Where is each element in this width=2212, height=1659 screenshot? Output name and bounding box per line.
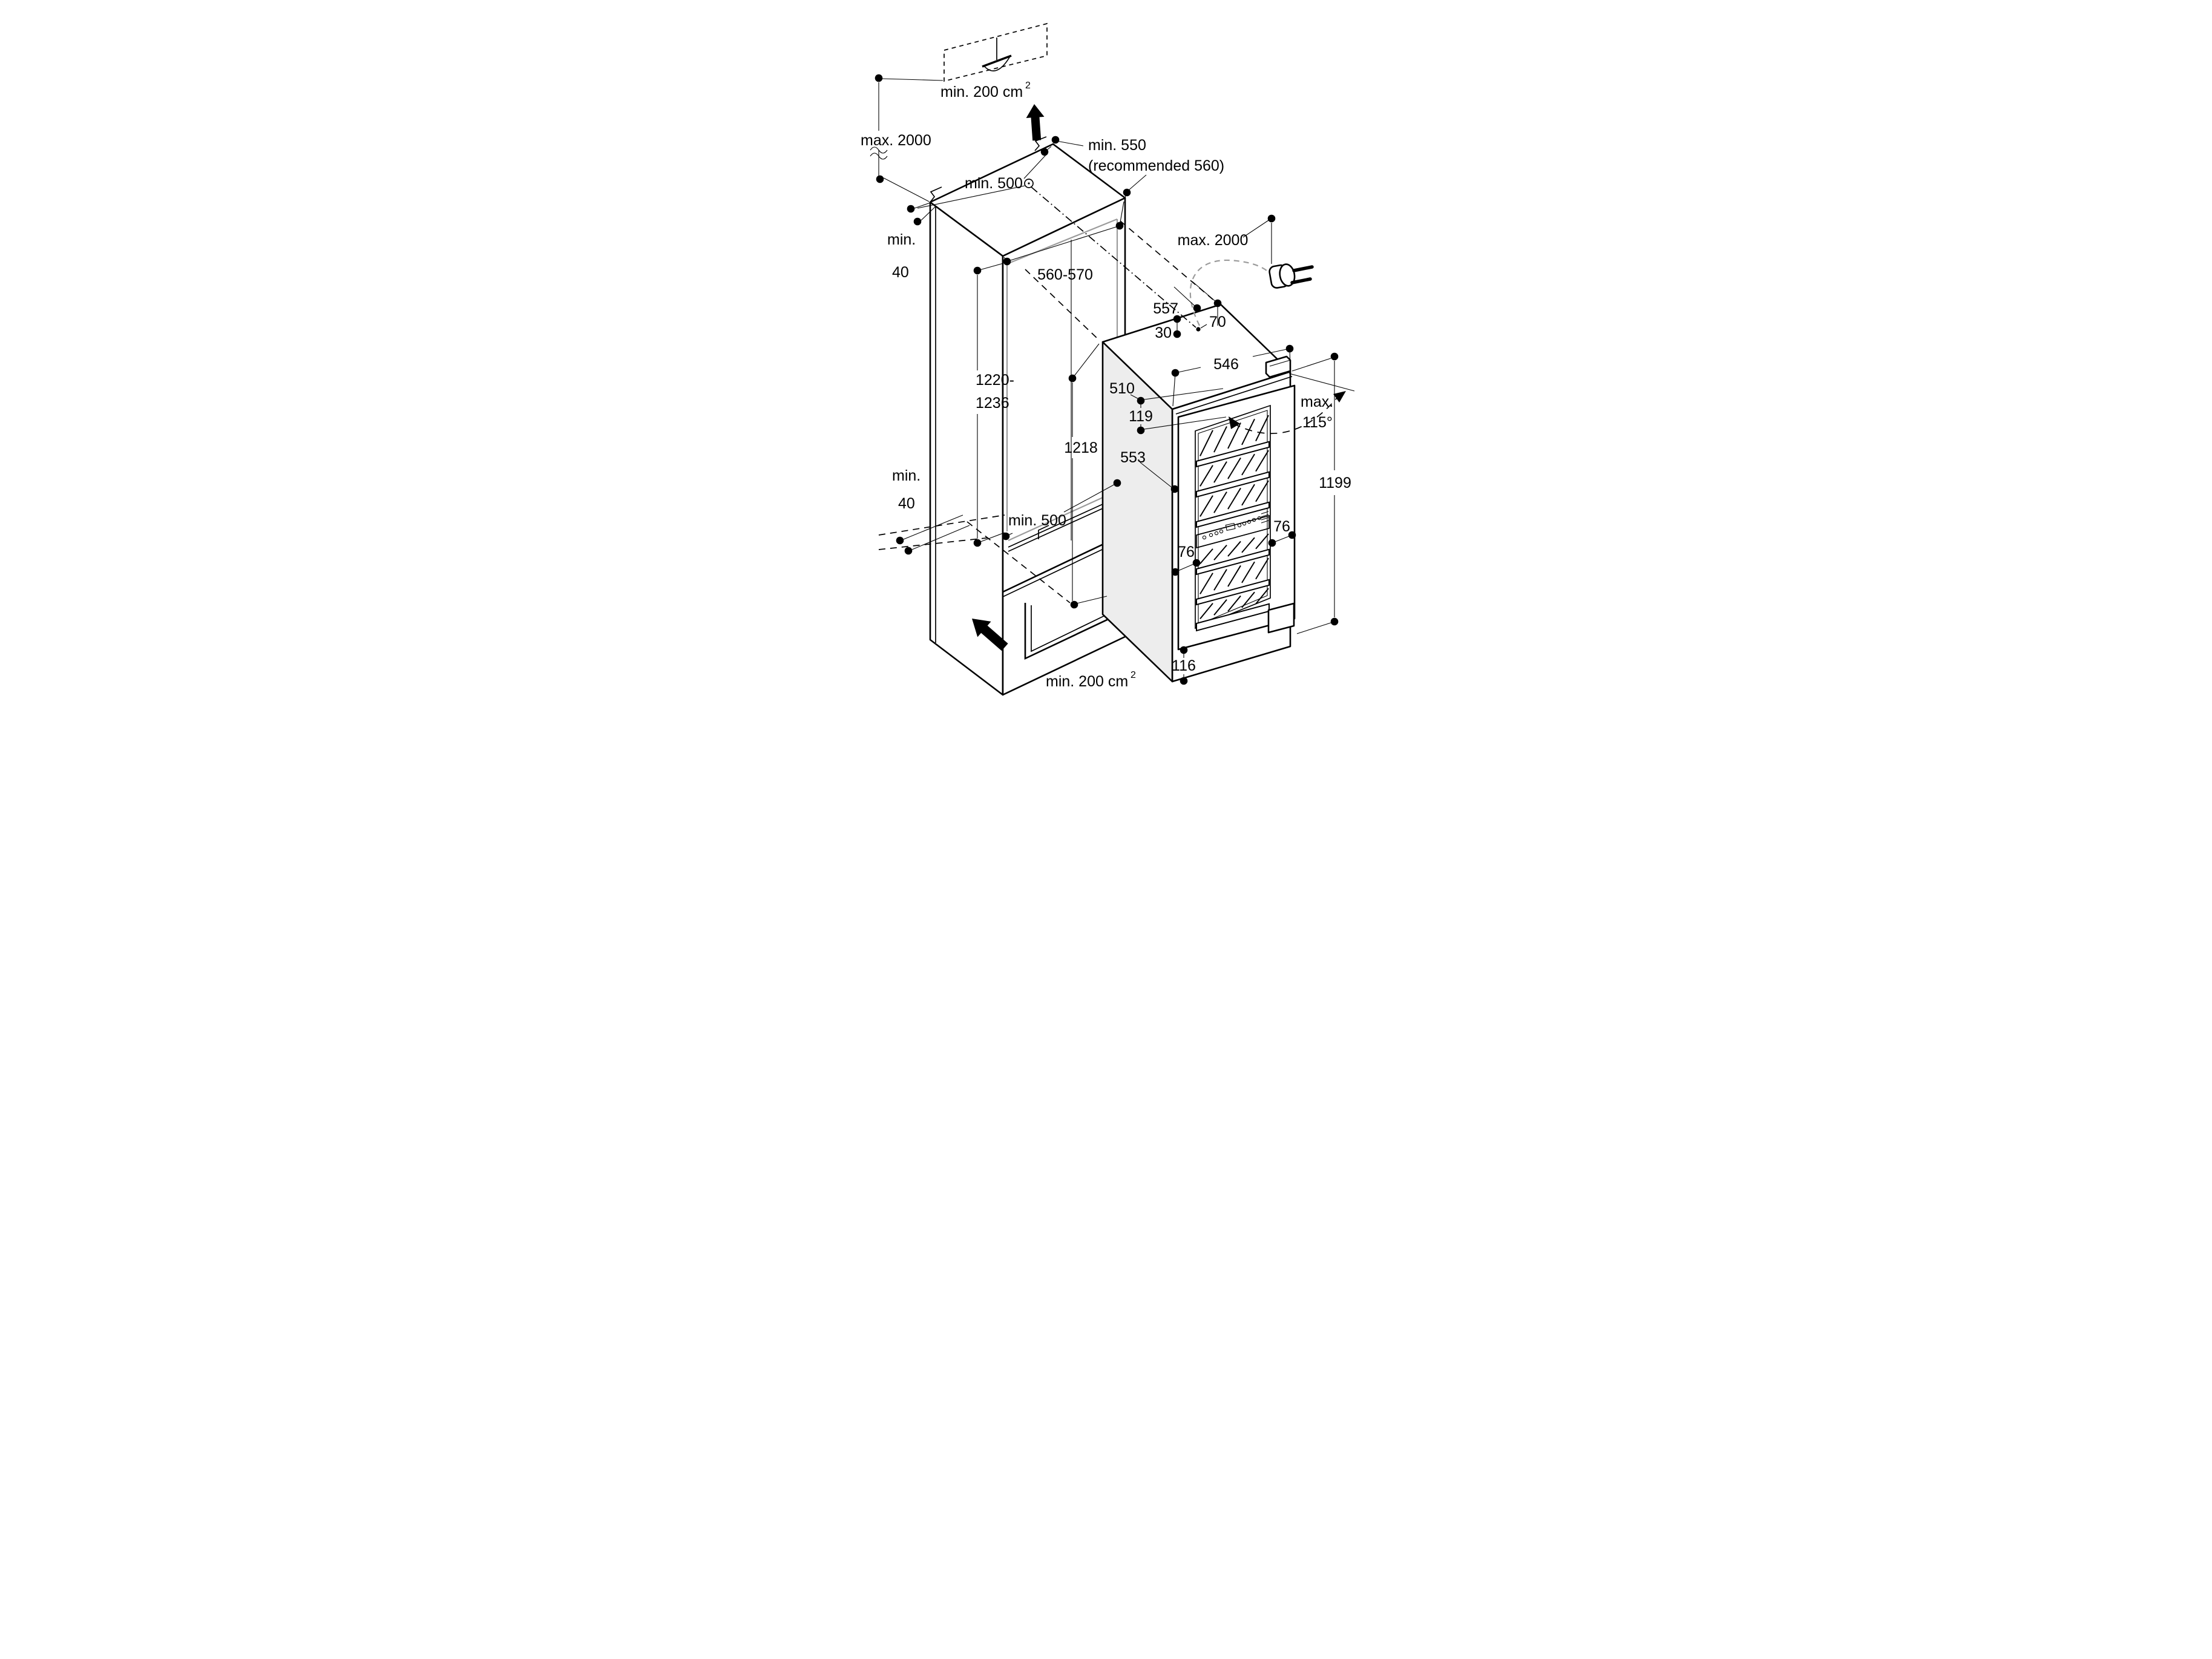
label-min40-top-line1: min. [887, 231, 916, 248]
hinge-block [1265, 355, 1291, 378]
dimension-labels: min. 200 cm 2 max. 2000 min. 500 min. 55… [861, 80, 1351, 690]
label-1218: 1218 [1064, 439, 1098, 456]
label-min500-top: min. 500 [965, 175, 1023, 192]
label-1199: 1199 [1319, 475, 1351, 491]
label-76-left: 76 [1178, 544, 1195, 560]
break-symbol [870, 146, 888, 160]
power-cable [1031, 186, 1270, 332]
label-553: 553 [1120, 449, 1146, 466]
label-557: 557 [1153, 300, 1178, 317]
label-vent-bottom-sup: 2 [1131, 670, 1136, 680]
label-min550-line1: min. 550 [1088, 137, 1146, 154]
niche-cabinet [878, 136, 1216, 696]
niche-side-wall [929, 201, 1004, 696]
niche-top-face [929, 143, 1126, 257]
airflow-arrow-top [1026, 104, 1045, 141]
door-swing-arc [1229, 373, 1355, 435]
label-min40-top-line2: 40 [892, 264, 909, 281]
wine-cooler [1101, 303, 1296, 683]
label-min550-line2: (recommended 560) [1088, 157, 1224, 174]
cable-hole [1024, 179, 1034, 188]
control-panel [1196, 511, 1270, 549]
label-max115-line2: 115° [1302, 414, 1333, 431]
label-niche-height-line2: 1236 [976, 395, 1009, 412]
label-niche-width: 560-570 [1037, 266, 1093, 283]
label-70: 70 [1209, 314, 1226, 330]
label-30: 30 [1155, 324, 1172, 341]
label-vent-top: min. 200 cm [940, 84, 1023, 100]
appliance-foot [1267, 602, 1295, 634]
label-119: 119 [1129, 408, 1153, 425]
wine-racks [1196, 415, 1270, 632]
vent-panel [944, 22, 1048, 82]
label-min500-mid: min. 500 [1008, 512, 1066, 529]
label-546: 546 [1213, 356, 1239, 373]
label-min40-bottom-line2: 40 [898, 495, 915, 512]
dimension-dots [875, 74, 1339, 685]
diagram-canvas: min. 200 cm 2 max. 2000 min. 500 min. 55… [861, 22, 1355, 696]
label-vent-bottom: min. 200 cm [1046, 673, 1128, 690]
label-max2000-left: max. 2000 [861, 132, 931, 149]
power-plug-icon [1268, 263, 1314, 289]
airflow-arrow-bottom [972, 619, 1008, 651]
label-max115-line1: max. [1301, 393, 1333, 410]
dimension-lines [870, 78, 1335, 678]
label-76-right: 76 [1273, 518, 1290, 535]
label-min40-bottom-line1: min. [892, 467, 921, 484]
installation-diagram: min. 200 cm 2 max. 2000 min. 500 min. 55… [633, 0, 1579, 709]
label-510: 510 [1109, 380, 1135, 397]
label-max2000-right: max. 2000 [1178, 232, 1249, 249]
duct-icon [982, 38, 1012, 71]
label-vent-top-sup: 2 [1025, 80, 1031, 91]
label-niche-height-line1: 1220- [976, 372, 1014, 389]
label-116: 116 [1172, 657, 1196, 674]
